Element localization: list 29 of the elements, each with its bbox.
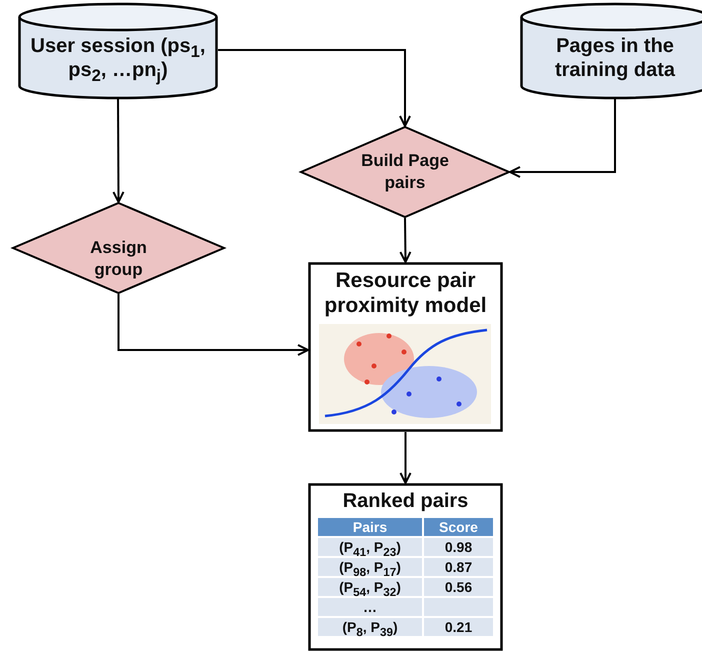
header-cell: Pairs — [318, 518, 422, 536]
table-cell: 0.21 — [424, 618, 493, 636]
table-cell: (P$_{54}$, P$_{32}$) — [318, 578, 422, 596]
table-cell: (P$_{8}$, P$_{39}$) — [318, 618, 422, 636]
node-label: Resource pair proximity model — [323, 268, 488, 318]
table-cell: (P$_{98}$, P$_{17}$) — [318, 558, 422, 576]
table-cell: 0.87 — [424, 558, 493, 576]
table-cell: 0.56 — [424, 578, 493, 596]
node-label: User session (ps$_{1}$, ps$_{2}$, …pn$_{j}$) — [30, 34, 206, 82]
process-box — [308, 483, 503, 651]
arrow — [399, 218, 412, 263]
arrow — [112, 98, 124, 203]
header-cell: Score — [424, 518, 493, 536]
table-cell: 0.98 — [424, 538, 493, 556]
decision-diamond — [12, 202, 225, 294]
node-label: Build Page pairs — [360, 150, 450, 194]
arrow — [400, 432, 412, 484]
process-box — [308, 262, 503, 432]
node-label: Ranked pairs — [342, 489, 470, 514]
table-cell: … — [318, 598, 422, 616]
node-label: Pages in the training data — [554, 34, 676, 82]
arrow — [218, 49, 411, 127]
arrow — [509, 98, 616, 178]
node-label: Assign group — [89, 237, 148, 281]
decision-diamond — [300, 126, 510, 218]
database-cylinder — [520, 2, 702, 98]
arrow — [118, 294, 309, 356]
table-cell: (P$_{41}$, P$_{23}$) — [318, 538, 422, 556]
database-cylinder — [18, 2, 218, 98]
